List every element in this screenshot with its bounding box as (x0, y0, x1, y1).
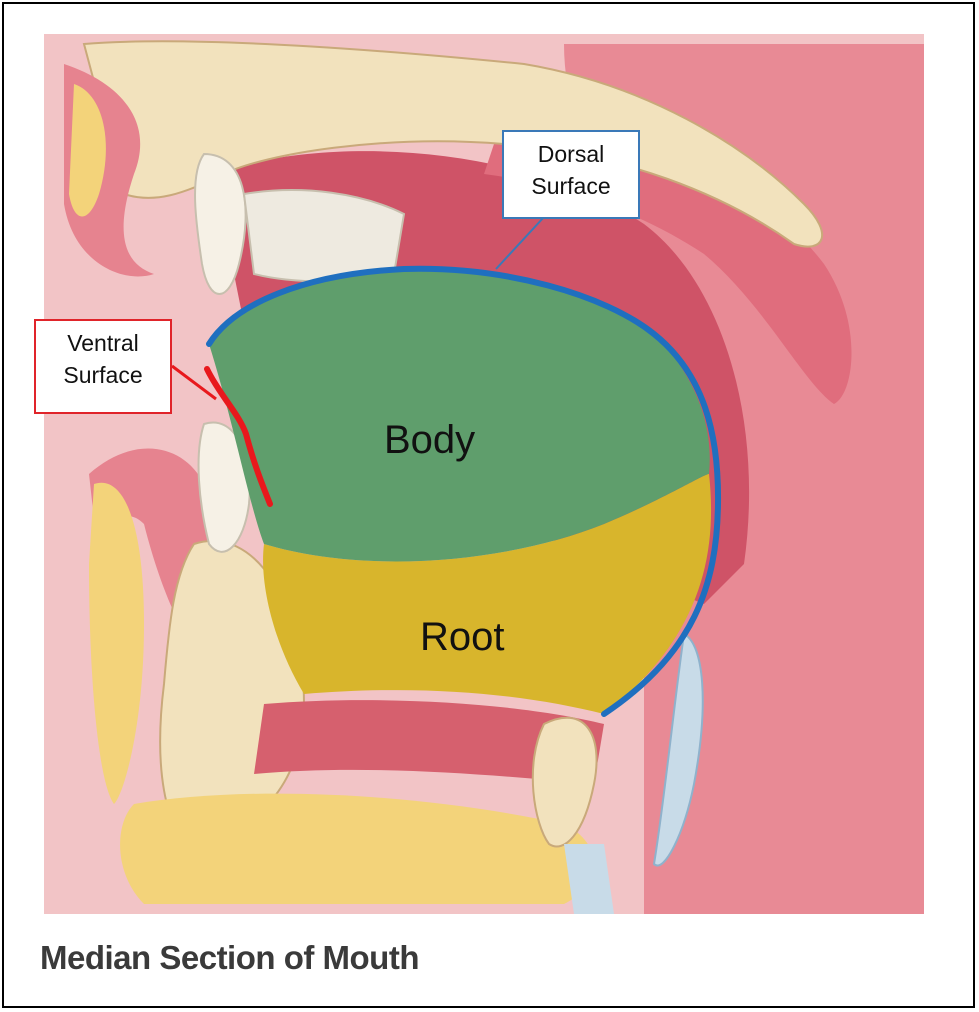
tongue-root-label: Root (420, 615, 505, 660)
figure-caption: Median Section of Mouth (40, 939, 419, 977)
dorsal-label-line1: Dorsal (504, 138, 638, 170)
ventral-surface-label: Ventral Surface (34, 319, 172, 414)
tongue-body-label: Body (384, 418, 475, 463)
dorsal-surface-label: Dorsal Surface (502, 130, 640, 219)
ventral-label-line2: Surface (36, 359, 170, 391)
ventral-label-line1: Ventral (36, 327, 170, 359)
dorsal-label-line2: Surface (504, 170, 638, 202)
mouth-illustration (4, 4, 975, 1008)
